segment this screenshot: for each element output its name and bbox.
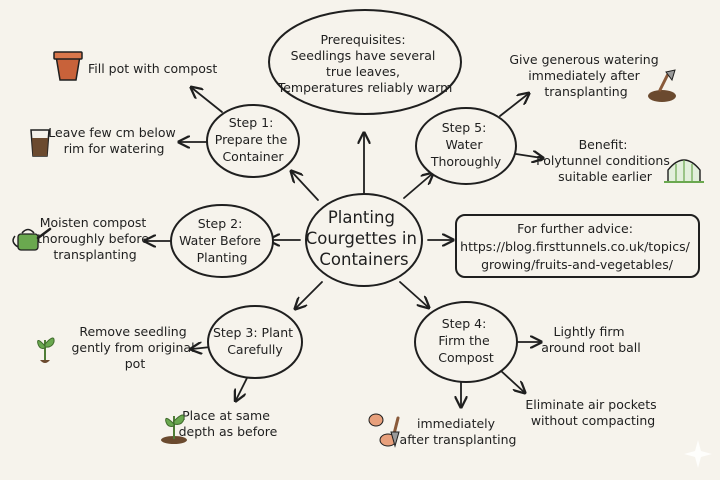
arrow-to-benefit — [515, 154, 542, 158]
arrow-to-eliminate — [499, 369, 524, 392]
note-immediately: immediately after transplanting — [400, 416, 517, 447]
arrow-to-step3 — [296, 281, 323, 308]
step2-bubble — [170, 204, 274, 278]
step3-bubble — [207, 305, 303, 379]
step5-text: Step 5: Water Thoroughly — [430, 120, 502, 169]
step2-text: Step 2: Water Before Planting — [179, 216, 265, 265]
note-leave-rim: Leave few cm below rim for watering — [48, 125, 179, 156]
note-moisten: Moisten compost thoroughly before transp… — [37, 215, 153, 262]
prerequisites-text: Prerequisites: Seedlings have several tr… — [277, 32, 453, 95]
compost-cup-icon — [30, 129, 50, 157]
step1-bubble — [206, 104, 300, 178]
center-bubble — [305, 193, 423, 287]
seedling-icon — [37, 337, 55, 363]
arrow-to-step4 — [399, 281, 428, 307]
note-generous: Give generous watering immediately after… — [509, 52, 662, 99]
step4-text: Step 4: Firm the Compost — [438, 316, 494, 365]
arrow-to-generous — [499, 94, 528, 117]
plant-pot-icon — [53, 51, 83, 81]
arrow-to-step1 — [292, 172, 319, 201]
center-title: Planting Courgettes in Containers — [306, 208, 422, 269]
note-remove: Remove seedling gently from original pot — [71, 324, 198, 371]
note-place: Place at same depth as before — [179, 408, 278, 439]
arrow-to-fill-pot — [192, 88, 223, 113]
trowel-hands-icon — [368, 413, 400, 448]
watering-can-icon — [12, 227, 52, 251]
advice-box — [455, 214, 700, 278]
seedling-in-soil-icon — [161, 414, 187, 444]
step4-bubble — [414, 301, 518, 383]
sparkle-icon — [684, 440, 712, 468]
note-lightly: Lightly firm around root ball — [541, 324, 641, 355]
polytunnel-icon — [664, 159, 704, 183]
note-eliminate: Eliminate air pockets without compacting — [525, 397, 660, 428]
arrow-to-place — [236, 375, 249, 400]
advice-text: For further advice: https://blog.firsttu… — [460, 221, 694, 272]
note-fill-pot: Fill pot with compost — [88, 61, 217, 76]
step5-bubble — [415, 107, 517, 185]
step1-text: Step 1: Prepare the Container — [215, 115, 292, 164]
prerequisites-bubble — [268, 9, 462, 115]
note-benefit: Benefit: Polytunnel conditions suitable … — [536, 137, 674, 184]
arrow-to-step5 — [403, 174, 432, 199]
step3-text: Step 3: Plant Carefully — [213, 325, 297, 357]
trowel-soil-icon — [648, 69, 676, 102]
